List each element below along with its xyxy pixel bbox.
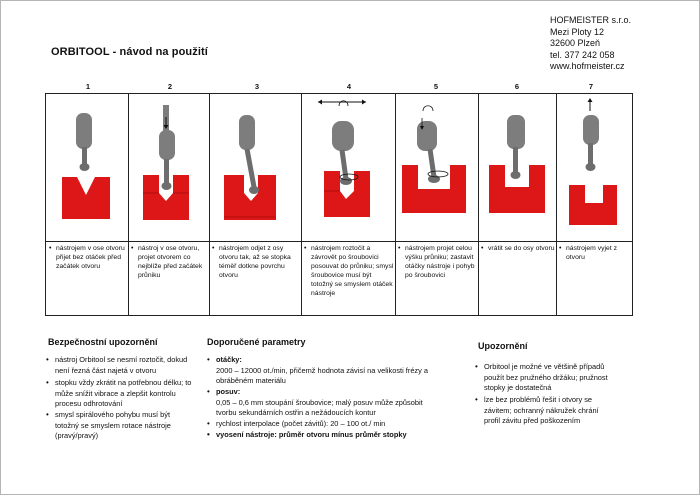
params-heading: Doporučené parametry [207, 337, 306, 347]
step-1-illustration [62, 113, 110, 219]
safety-heading: Bezpečnostní upozornění [48, 337, 158, 347]
company-phone: tel. 377 242 058 [550, 49, 615, 60]
param-feed-text: 0,05 – 0,6 mm stoupání šroubovice; malý … [216, 397, 423, 418]
row-divider [45, 241, 633, 242]
param-feed: posuv: 0,05 – 0,6 mm stoupání šroubovice… [207, 387, 429, 419]
column-divider [395, 93, 396, 316]
notice-item: Orbitool je možné ve většině případů pou… [475, 362, 613, 394]
param-feed-label: posuv: [216, 387, 241, 396]
step-2-illustration [143, 105, 189, 220]
step-5-illustration [402, 105, 466, 213]
company-city: 32600 Plzeň [550, 38, 601, 48]
step-number-1: 1 [85, 82, 91, 91]
param-overhang: vyosení nástroje: průměr otvoru mínus pr… [207, 430, 437, 441]
step-2-text: nástroj v ose otvoru, projet otvorem co … [130, 244, 208, 280]
step-4-illustration [318, 99, 370, 217]
param-rpm: otáčky: 2000 – 12000 ot./min, přičemž ho… [207, 355, 429, 387]
step-7-illustration [569, 98, 617, 225]
step-1-text: nástrojem v ose otvoru přijet bez otáček… [48, 244, 128, 271]
step-number-7: 7 [588, 82, 594, 91]
company-web[interactable]: www.hofmeister.cz [550, 61, 625, 71]
step-7-text: nástrojem vyjet z otvoru [558, 244, 632, 262]
safety-item: nástroj Orbitool se nesmí roztočit, doku… [46, 355, 194, 376]
column-divider [301, 93, 302, 316]
company-name: HOFMEISTER s.r.o. [550, 15, 632, 25]
company-address: HOFMEISTER s.r.o. Mezi Ploty 12 32600 Pl… [550, 15, 631, 73]
safety-item: stopku vždy zkrátit na potřebnou délku; … [46, 378, 194, 410]
step-4-text: nástrojem roztočit a závrovět po šroubov… [303, 244, 394, 298]
notice-item: lze bez problémů řešit i otvory se závit… [475, 395, 613, 427]
company-street: Mezi Ploty 12 [550, 26, 605, 37]
page-title: ORBITOOL - návod na použití [51, 46, 208, 58]
step-number-5: 5 [433, 82, 439, 91]
step-number-3: 3 [254, 82, 260, 91]
column-divider [556, 93, 557, 316]
step-number-2: 2 [167, 82, 173, 91]
step-number-4: 4 [346, 82, 352, 91]
step-5-text: nástrojem projet celou výšku průniku; za… [397, 244, 477, 280]
param-interpolation: rychlost interpolace (počet závitů): 20 … [207, 419, 429, 430]
column-divider [209, 93, 210, 316]
safety-item: smysl spirálového pohybu musí být totožn… [46, 410, 194, 442]
param-rpm-label: otáčky: [216, 355, 242, 364]
param-rpm-text: 2000 – 12000 ot./min, přičemž hodnota zá… [216, 365, 428, 386]
step-number-6: 6 [514, 82, 520, 91]
step-6-text: vrátit se do osy otvoru [480, 244, 555, 253]
step-3-text: nástrojem odjet z osy otvoru tak, až se … [211, 244, 300, 280]
step-6-illustration [489, 115, 545, 213]
step-3-illustration [224, 115, 276, 220]
column-divider [478, 93, 479, 316]
column-divider [128, 93, 129, 316]
steps-table [45, 93, 633, 316]
notice-heading: Upozornění [478, 341, 528, 351]
